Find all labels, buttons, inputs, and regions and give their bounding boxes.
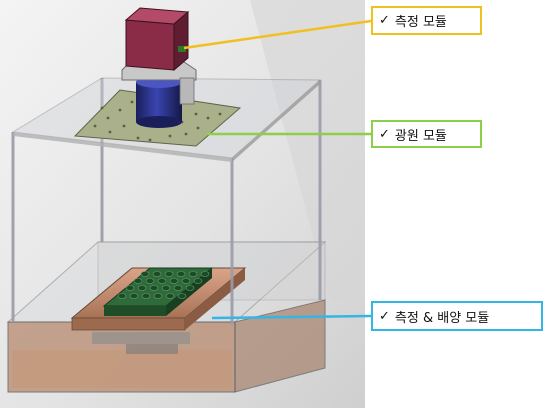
mount-bracket-side bbox=[179, 77, 195, 105]
callout-label: 광원 모듈 bbox=[394, 128, 447, 144]
well-plate-front bbox=[104, 306, 166, 316]
lower-chamber-floor-glow bbox=[12, 350, 232, 388]
stage-leg bbox=[126, 344, 178, 354]
checkmark-icon: ✓ bbox=[379, 126, 390, 142]
leader-line-measurement bbox=[183, 19, 372, 50]
callout-measurement-module: ✓ 측정 모듈 bbox=[371, 6, 482, 35]
lens-cylinder-bottom bbox=[136, 116, 182, 128]
background-shade bbox=[250, 0, 365, 300]
well-plate-wells bbox=[117, 271, 210, 299]
callout-label: 측정 모듈 bbox=[394, 15, 447, 30]
upper-glass-front-edge bbox=[13, 132, 232, 162]
camera-body-front bbox=[125, 19, 175, 71]
checkmark-icon: ✓ bbox=[379, 13, 390, 28]
camera-connector bbox=[178, 46, 186, 52]
callout-measurement-culture-module: ✓ 측정 & 배양 모듈 bbox=[371, 301, 543, 331]
stage-frame bbox=[92, 332, 190, 344]
frame-posts bbox=[11, 78, 322, 325]
camera-body-side bbox=[173, 10, 189, 72]
culture-base-plate-side bbox=[185, 268, 245, 330]
lower-chamber-side-wall bbox=[234, 299, 326, 393]
callout-label: 측정 & 배양 모듈 bbox=[394, 310, 490, 326]
upper-glass-side-edge bbox=[232, 80, 320, 162]
light-source-plate-holes bbox=[93, 100, 222, 142]
callout-light-source-module: ✓ 광원 모듈 bbox=[371, 120, 482, 148]
culture-base-plate-edge bbox=[71, 317, 186, 331]
checkmark-icon: ✓ bbox=[379, 308, 390, 324]
leader-line-culture bbox=[211, 314, 372, 320]
lens-cylinder bbox=[136, 82, 182, 122]
